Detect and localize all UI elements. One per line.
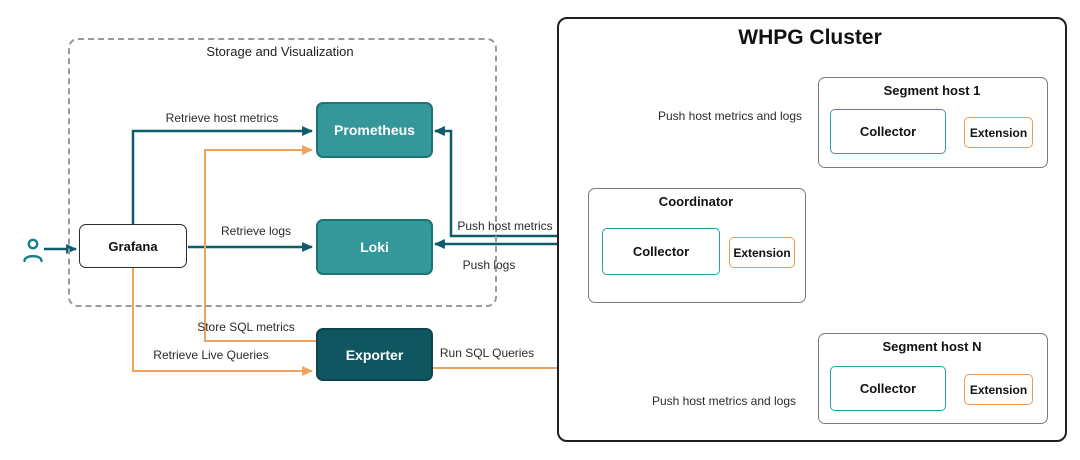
coordinator-title: Coordinator — [658, 194, 734, 209]
whpg-cluster-title: WHPG Cluster — [738, 26, 882, 49]
node-prometheus: Prometheus — [316, 102, 433, 158]
edge-label-push-logs: Push logs — [462, 258, 516, 272]
node-grafana: Grafana — [79, 224, 187, 268]
edge-label-push-host-metrics-logs-bottom: Push host metrics and logs — [651, 394, 797, 408]
segment-host-n-collector-label: Collector — [859, 381, 917, 396]
edge-label-retrieve-live-queries: Retrieve Live Queries — [153, 348, 269, 362]
node-exporter: Exporter — [316, 328, 433, 381]
coordinator-extension-label: Extension — [733, 245, 791, 260]
segment-host-n-extension: Extension — [964, 374, 1033, 405]
edge-label-retrieve-host-metrics: Retrieve host metrics — [165, 111, 279, 125]
coordinator-extension: Extension — [729, 237, 795, 268]
segment-host-1-extension-label: Extension — [969, 125, 1028, 140]
edge-label-store-sql-metrics: Store SQL metrics — [197, 320, 295, 334]
segment-host-1-extension: Extension — [964, 117, 1033, 148]
node-exporter-label: Exporter — [345, 346, 404, 363]
user-icon — [23, 238, 43, 263]
node-prometheus-label: Prometheus — [334, 122, 415, 138]
segment-host-1-collector: Collector — [830, 109, 946, 154]
storage-group — [68, 38, 497, 307]
segment-host-1-title: Segment host 1 — [883, 83, 981, 98]
edge-label-run-sql-queries: Run SQL Queries — [439, 346, 535, 360]
segment-host-n-collector: Collector — [830, 366, 946, 411]
node-loki: Loki — [316, 219, 433, 275]
storage-group-title: Storage and Visualization — [206, 44, 354, 59]
segment-host-n-extension-label: Extension — [969, 382, 1028, 397]
edge-label-retrieve-logs: Retrieve logs — [220, 224, 292, 238]
node-grafana-label: Grafana — [108, 238, 158, 254]
coordinator-collector: Collector — [602, 228, 720, 275]
edge-label-push-host-metrics: Push host metrics — [457, 219, 553, 233]
segment-host-n-title: Segment host N — [882, 339, 982, 354]
segment-host-1-collector-label: Collector — [859, 124, 917, 139]
node-loki-label: Loki — [360, 239, 389, 255]
coordinator-collector-label: Collector — [632, 244, 690, 259]
edge-label-push-host-metrics-logs-top: Push host metrics and logs — [657, 109, 803, 123]
